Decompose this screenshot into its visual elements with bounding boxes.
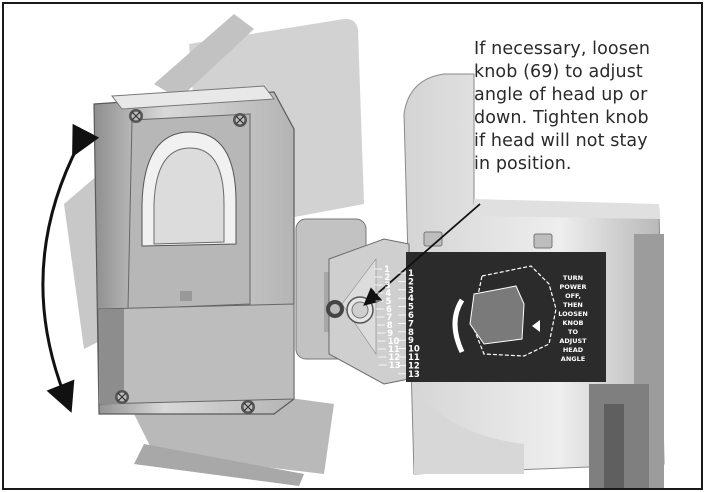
scale-number: 1 [384, 265, 390, 275]
callout-line: if head will not stay [474, 131, 648, 151]
scale-number: 6 [386, 305, 392, 315]
scale-number: 5 [386, 297, 392, 307]
screw-icon [129, 109, 143, 123]
scale-number: 4 [385, 289, 391, 299]
scale-number: 8 [408, 328, 414, 338]
scale-number: 12 [388, 353, 400, 363]
callout-line: down. Tighten knob [474, 108, 649, 128]
scale-number: 1 [408, 269, 414, 279]
screw-icon [115, 390, 129, 404]
decal-line: TURN [563, 274, 583, 282]
screw-icon [241, 400, 255, 414]
scale-number: 7 [408, 319, 414, 329]
decal-line: HEAD [563, 346, 584, 354]
scale-number: 13 [389, 361, 401, 371]
callout-line: If necessary, loosen [474, 39, 651, 59]
decal-text: TURN POWER OFF, THEN LOOSEN KNOB TO ADJU… [558, 274, 588, 363]
callout-line: knob (69) to adjust [474, 62, 643, 82]
scale-number: 2 [408, 277, 414, 287]
decal-pointer-icon [532, 320, 540, 332]
scale-number: 7 [386, 313, 392, 323]
knob-icon [326, 296, 374, 324]
instruction-callout: If necessary, loosen knob (69) to adjust… [474, 38, 700, 176]
pointer-arrow-icon [363, 203, 481, 306]
screw-icon [233, 113, 247, 127]
scale-number: 10 [408, 345, 420, 355]
decal-line: LOOSEN [558, 310, 588, 318]
scale-number: 4 [408, 294, 414, 304]
scale-number: 3 [408, 286, 414, 296]
machine-head-illustration: TURN POWER OFF, THEN LOOSEN KNOB TO ADJU… [41, 14, 665, 488]
decal-line: THEN [563, 301, 583, 309]
scale-number: 9 [408, 336, 414, 346]
scale-number: 2 [384, 273, 390, 283]
callout-line: angle of head up or [474, 85, 648, 105]
decal-line: OFF, [565, 292, 581, 300]
scale-number: 3 [385, 281, 391, 291]
scale-number: 11 [408, 353, 420, 363]
decal-line: KNOB [563, 319, 584, 327]
scale-number: 5 [408, 303, 414, 313]
scale-number: 8 [387, 321, 393, 331]
instruction-decal [406, 252, 606, 382]
callout-line: in position. [474, 154, 572, 174]
decal-line: TO [568, 328, 578, 336]
decal-line: ADJUST [559, 337, 587, 345]
scale-number: 6 [408, 311, 414, 321]
decal-line: ANGLE [561, 355, 585, 363]
scale-number: 11 [388, 345, 400, 355]
double-arrow-icon [41, 123, 100, 413]
head-box [93, 85, 295, 415]
scale-number: 12 [408, 361, 420, 371]
scale-number: 9 [387, 329, 393, 339]
scale-number: 10 [388, 337, 400, 347]
scale-number: 13 [408, 370, 420, 380]
decal-line: POWER [560, 283, 587, 291]
